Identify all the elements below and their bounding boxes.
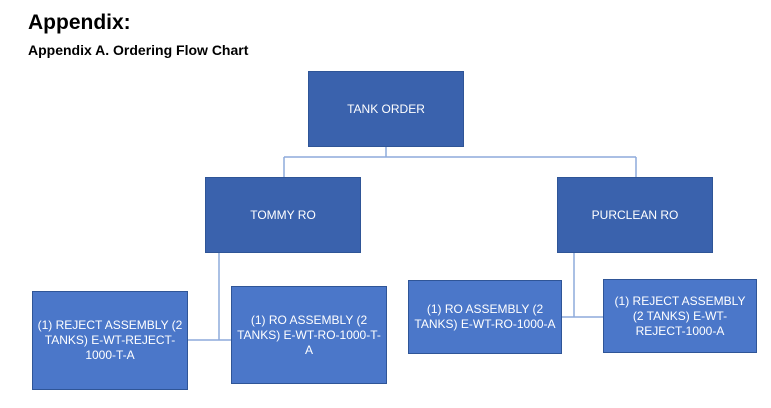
node-tommy-ro-assembly: (1) RO ASSEMBLY (2 TANKS) E-WT-RO-1000-T… <box>231 286 387 384</box>
page-title: Appendix: <box>28 11 131 34</box>
node-purclean-ro-assembly-label: (1) RO ASSEMBLY (2 TANKS) E-WT-RO-1000-A <box>414 302 556 331</box>
node-purclean-reject-assembly: (1) REJECT ASSEMBLY (2 TANKS) E-WT-REJEC… <box>603 279 757 353</box>
node-purclean-reject-assembly-label: (1) REJECT ASSEMBLY (2 TANKS) E-WT-REJEC… <box>614 293 746 338</box>
node-tommy-ro-assembly-label: (1) RO ASSEMBLY (2 TANKS) E-WT-RO-1000-T… <box>237 312 381 357</box>
node-tank-order: TANK ORDER <box>308 71 464 147</box>
node-tommy-reject-assembly: (1) REJECT ASSEMBLY (2 TANKS) E-WT-REJEC… <box>32 291 188 390</box>
node-purclean-ro-label: PURCLEAN RO <box>591 207 679 222</box>
node-tommy-ro-label: TOMMY RO <box>250 207 316 222</box>
node-tommy-ro: TOMMY RO <box>205 177 361 253</box>
node-tommy-reject-assembly-label: (1) REJECT ASSEMBLY (2 TANKS) E-WT-REJEC… <box>37 318 183 362</box>
node-tank-order-label: TANK ORDER <box>347 101 425 116</box>
page-subtitle: Appendix A. Ordering Flow Chart <box>28 42 249 58</box>
node-purclean-ro-assembly: (1) RO ASSEMBLY (2 TANKS) E-WT-RO-1000-A <box>408 280 562 354</box>
node-purclean-ro: PURCLEAN RO <box>557 177 713 253</box>
